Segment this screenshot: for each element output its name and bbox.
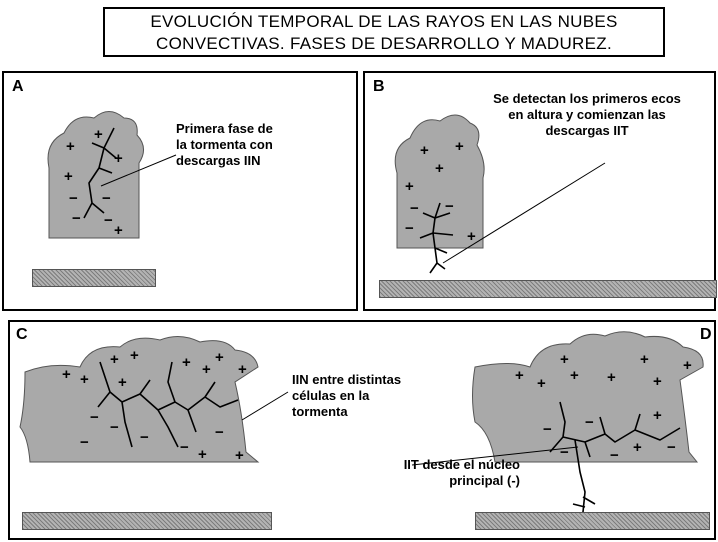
panel-d-caption: IIT desde el núcleo principal (-) — [345, 457, 520, 489]
minus-sign: − — [585, 414, 594, 431]
minus-sign: − — [102, 190, 111, 207]
plus-sign: + — [405, 178, 414, 195]
caption-line: Se detectan los primeros ecos — [493, 91, 681, 106]
minus-sign: − — [69, 190, 78, 207]
plus-sign: + — [653, 407, 662, 424]
panel-a-leader-line — [100, 154, 177, 187]
panel-d-letter: D — [700, 326, 712, 343]
panel-b-ground — [379, 280, 717, 298]
panel-c-lightning — [97, 361, 239, 448]
minus-sign: − — [543, 421, 552, 438]
panel-d-lightning — [549, 401, 681, 523]
plus-sign: + — [215, 349, 224, 366]
minus-sign: − — [80, 434, 89, 451]
plus-sign: + — [202, 361, 211, 378]
plus-sign: + — [560, 351, 569, 368]
caption-line: en altura y comienzan las — [508, 107, 666, 122]
caption-line: IIT desde el núcleo — [403, 457, 520, 472]
plus-sign: + — [182, 354, 191, 371]
minus-sign: − — [410, 200, 419, 217]
panel-b-lightning — [419, 202, 454, 274]
plus-sign: + — [80, 371, 89, 388]
plus-sign: + — [570, 367, 579, 384]
panel-c-d: C D + + + + + + + + + − − − − − − + + II… — [8, 320, 716, 540]
panel-a-ground — [32, 269, 156, 287]
panel-d-leader-line — [411, 446, 579, 466]
plus-sign: + — [633, 439, 642, 456]
plus-sign: + — [455, 138, 464, 155]
plus-sign: + — [435, 160, 444, 177]
plus-sign: + — [515, 367, 524, 384]
panel-a-cloud-illustration: + + + + − − − − + — [47, 111, 177, 239]
plus-sign: + — [235, 447, 244, 464]
minus-sign: − — [180, 439, 189, 456]
panel-c-leader-line — [241, 391, 289, 421]
plus-sign: + — [653, 373, 662, 390]
plus-sign: + — [467, 228, 476, 245]
plus-sign: + — [537, 375, 546, 392]
caption-line: Primera fase de — [176, 121, 273, 136]
caption-line: células en la — [292, 388, 370, 403]
caption-line: descargas IIT — [545, 123, 629, 138]
plus-sign: + — [114, 150, 123, 167]
panel-b-cloud-illustration: + + + + − − − + — [394, 114, 606, 274]
minus-sign: − — [667, 439, 676, 456]
panel-b-letter: B — [373, 78, 385, 95]
minus-sign: − — [140, 429, 149, 446]
title-line-1: EVOLUCIÓN TEMPORAL DE LAS RAYOS EN LAS N… — [150, 12, 618, 31]
minus-sign: − — [610, 447, 619, 464]
minus-sign: − — [72, 210, 81, 227]
minus-sign: − — [104, 212, 113, 229]
panel-a-cloud — [47, 111, 144, 239]
panel-b-leader-line — [442, 162, 606, 264]
minus-sign: − — [445, 198, 454, 215]
minus-sign: − — [560, 444, 569, 461]
plus-sign: + — [198, 446, 207, 463]
plus-sign: + — [640, 351, 649, 368]
panel-a-letter: A — [12, 78, 24, 95]
panel-c-letter: C — [16, 326, 28, 343]
panel-c-cloud-illustration: + + + + + + + + + − − − − − − + + — [19, 336, 289, 464]
minus-sign: − — [215, 424, 224, 441]
panel-c-cloud — [19, 336, 260, 463]
panel-b-caption: Se detectan los primeros ecos en altura … — [459, 91, 715, 139]
panel-c-caption: IIN entre distintas células en la tormen… — [292, 372, 401, 420]
plus-sign: + — [420, 142, 429, 159]
caption-line: la tormenta con — [176, 137, 273, 152]
panel-d-ground — [475, 512, 710, 530]
plus-sign: + — [114, 222, 123, 239]
plus-sign: + — [110, 351, 119, 368]
panel-a-lightning — [83, 127, 117, 219]
panel-a: A + + + + − − − − + Primera fase de la t… — [2, 71, 358, 311]
plus-sign: + — [64, 168, 73, 185]
minus-sign: − — [405, 220, 414, 237]
plus-sign: + — [62, 366, 71, 383]
title-line-2: CONVECTIVAS. FASES DE DESARROLLO Y MADUR… — [156, 34, 612, 53]
minus-sign: − — [110, 419, 119, 436]
panel-d-cloud-illustration: + + + + + + + + − − − − + − + — [472, 331, 704, 523]
diagram-title: EVOLUCIÓN TEMPORAL DE LAS RAYOS EN LAS N… — [103, 7, 665, 57]
panel-b: B + + + + − − − + Se detectan los primer… — [363, 71, 717, 311]
plus-sign: + — [683, 357, 692, 374]
plus-sign: + — [607, 369, 616, 386]
caption-line: IIN entre distintas — [292, 372, 402, 387]
panel-d-cloud — [472, 331, 704, 463]
panel-d-leader — [411, 446, 579, 466]
panel-b-cloud — [394, 114, 485, 249]
plus-sign: + — [118, 374, 127, 391]
plus-sign: + — [66, 138, 75, 155]
caption-line: tormenta — [292, 404, 348, 419]
plus-sign: + — [130, 347, 139, 364]
plus-sign: + — [94, 126, 103, 143]
panel-c-ground — [22, 512, 272, 530]
caption-line: principal (-) — [449, 473, 520, 488]
panel-a-caption: Primera fase de la tormenta con descarga… — [176, 121, 273, 169]
minus-sign: − — [90, 409, 99, 426]
plus-sign: + — [238, 361, 247, 378]
caption-line: descargas IIN — [176, 153, 261, 168]
